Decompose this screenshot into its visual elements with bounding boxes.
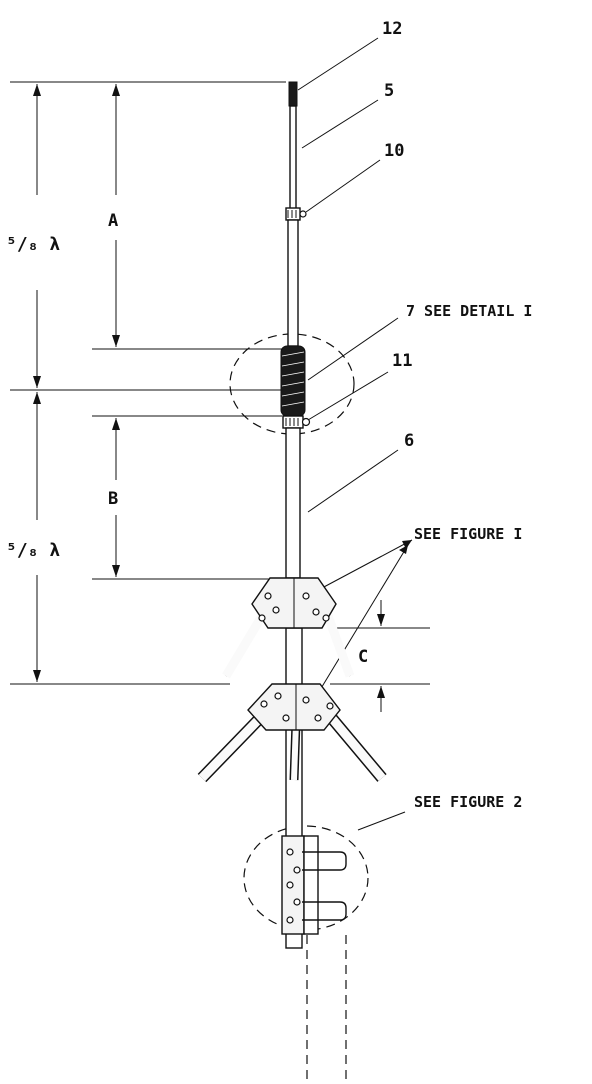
- mounting-bracket: [281, 835, 347, 935]
- label-see-figure-1: SEE FIGURE I: [414, 525, 522, 543]
- dimension-lines: [10, 81, 430, 712]
- label-part-5: 5: [384, 81, 394, 101]
- label-part-7: 7 SEE DETAIL I: [406, 302, 532, 320]
- label-wavelength-lower: ⁵/₈ λ: [6, 540, 60, 561]
- label-wavelength-upper: ⁵/₈ λ: [6, 234, 60, 255]
- detail-circle-bracket: [243, 825, 369, 931]
- label-part-6: 6: [404, 431, 414, 451]
- label-see-figure-2: SEE FIGURE 2: [414, 793, 522, 811]
- label-part-10: 10: [384, 141, 404, 161]
- label-dim-c: C: [358, 647, 368, 667]
- label-part-12: 12: [382, 19, 402, 39]
- lower-radial-hub: [197, 683, 387, 783]
- tip-cap: [288, 81, 298, 107]
- leader-lines: [297, 37, 413, 831]
- label-dim-b: B: [108, 489, 118, 509]
- label-part-11: 11: [392, 351, 412, 371]
- label-dim-a: A: [108, 211, 118, 231]
- antenna-mast: [280, 81, 311, 949]
- upper-radial-hub: [222, 577, 355, 679]
- detail-circle-coil: [229, 333, 355, 435]
